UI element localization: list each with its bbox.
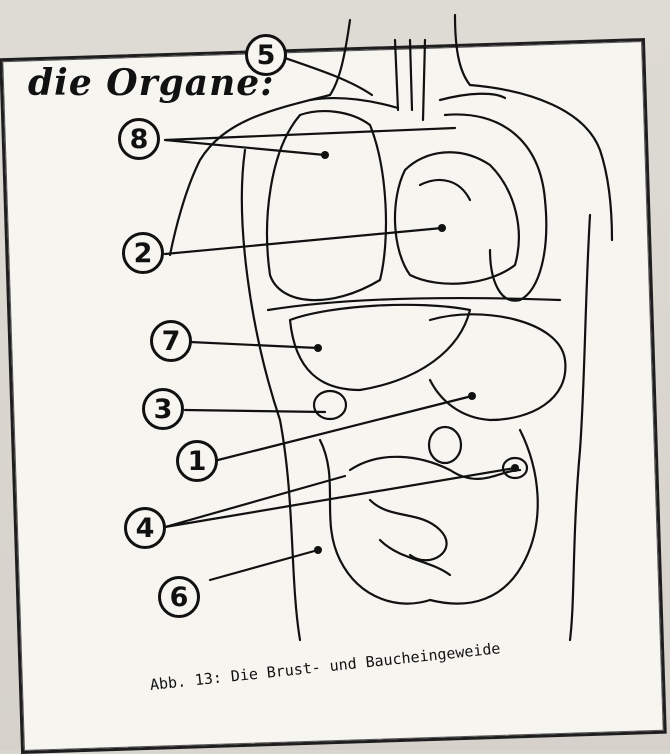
label-1: 1 — [176, 440, 218, 482]
stomach — [430, 314, 565, 420]
aorta-line — [423, 40, 425, 120]
leader-4 — [165, 468, 515, 527]
label-6: 6 — [158, 576, 200, 618]
label-5: 5 — [245, 34, 287, 76]
heart-detail — [420, 180, 470, 200]
leader-dots — [314, 151, 519, 554]
dot-4b — [511, 464, 519, 472]
colon-ascending — [320, 440, 430, 604]
leader-6 — [210, 550, 318, 580]
leader-8 — [165, 128, 455, 155]
leader-3 — [185, 410, 325, 412]
label-2: 2 — [122, 232, 164, 274]
label-4: 4 — [124, 507, 166, 549]
shoulder-left-outline — [170, 95, 330, 255]
heart — [395, 152, 519, 283]
lung-right — [445, 114, 546, 300]
diagram-title: die Organe: — [28, 62, 274, 104]
duodenum-loop — [429, 427, 461, 463]
clavicle-right — [440, 94, 505, 100]
clavicle-left — [310, 98, 398, 108]
neck-right-outline — [455, 15, 470, 85]
torso-right-outline — [570, 215, 590, 640]
label-7: 7 — [150, 320, 192, 362]
dot-2 — [438, 224, 446, 232]
colon-descending — [430, 430, 538, 604]
label-8: 8 — [118, 118, 160, 160]
dot-8a — [321, 151, 329, 159]
neck-left-outline — [330, 20, 350, 95]
leader-5 — [285, 58, 372, 95]
dot-6 — [314, 546, 322, 554]
torso-left-outline — [242, 150, 300, 640]
dot-1 — [468, 392, 476, 400]
label-3: 3 — [142, 388, 184, 430]
gallbladder — [314, 391, 346, 419]
dot-7 — [314, 344, 322, 352]
lung-left — [267, 111, 386, 300]
leader-2 — [165, 228, 442, 254]
small-intestine-1 — [370, 500, 447, 560]
trachea — [395, 40, 412, 110]
leader-7 — [190, 342, 318, 348]
